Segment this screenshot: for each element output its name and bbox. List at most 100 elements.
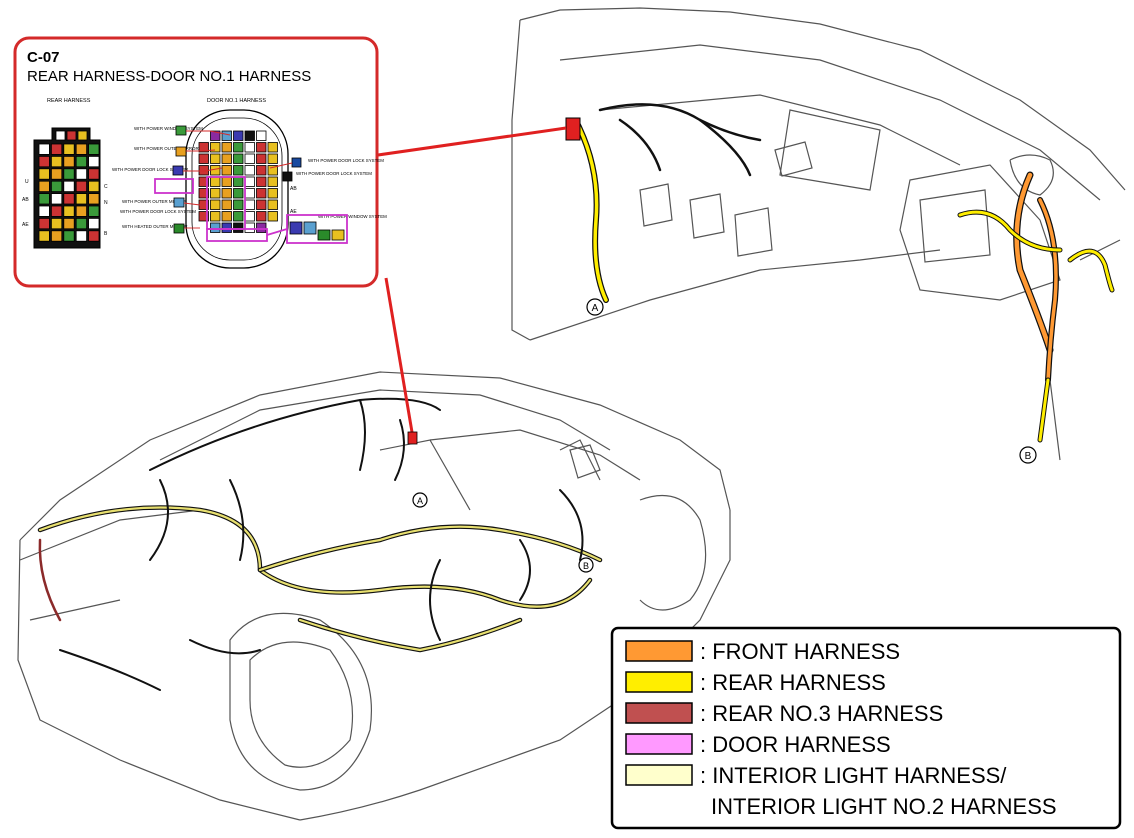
legend-label: : INTERIOR LIGHT HARNESS/ <box>700 763 1007 788</box>
connector-pin <box>88 193 100 205</box>
door-harness-highlights <box>154 176 348 244</box>
connector-pin <box>51 217 63 230</box>
connector-pin <box>75 205 87 217</box>
connector-detail-box: C-07 REAR HARNESS-DOOR NO.1 HARNESS REAR… <box>13 36 387 288</box>
callout-door-lock-right2: WITH POWER DOOR LOCK SYSTEM <box>296 171 372 176</box>
connector-pin <box>221 165 232 176</box>
connector-pin <box>267 142 278 153</box>
connector-pin <box>63 217 75 230</box>
callout-door-lock-left: WITH POWER DOOR LOCK SYSTEM <box>112 167 188 172</box>
connector-pin <box>63 155 75 168</box>
connector-pin <box>221 142 232 153</box>
legend-swatch <box>625 640 693 662</box>
connector-pin <box>88 143 100 155</box>
connector-pin <box>75 230 87 242</box>
connector-pin <box>38 143 50 155</box>
connector-pin <box>233 165 244 176</box>
connector-pin <box>233 153 244 164</box>
connector-pin <box>63 180 75 192</box>
connector-pin <box>221 153 232 164</box>
legend: : FRONT HARNESS: REAR HARNESS: REAR NO.3… <box>610 626 1122 830</box>
connector-code: C-07 <box>27 49 60 66</box>
connector-pin <box>51 155 63 168</box>
marker-b-interior: B <box>1019 446 1037 464</box>
connector-pin <box>88 217 100 230</box>
legend-swatch <box>625 733 693 755</box>
connector-pin <box>256 176 267 187</box>
connector-pin <box>38 205 50 217</box>
connector-pin <box>267 176 278 187</box>
connector-pin <box>233 222 244 233</box>
legend-label: : DOOR HARNESS <box>700 732 891 757</box>
pin-letter-ae: AE <box>22 222 29 228</box>
rear-harness-connector <box>33 127 101 249</box>
connector-pin <box>210 188 221 199</box>
connector-pin <box>233 199 244 210</box>
callout-door-lock-lower: WITH POWER DOOR LOCK SYSTEM <box>120 209 196 214</box>
connector-pin <box>210 165 221 176</box>
callout-outer-mirror: WITH POWER OUTER MIRROR <box>122 199 187 204</box>
connector-pin <box>51 230 63 242</box>
connector-pin <box>244 142 255 153</box>
connector-pin <box>75 143 87 155</box>
connector-pin <box>38 168 50 180</box>
connector-pin <box>256 199 267 210</box>
connector-pin <box>63 205 75 217</box>
connector-pin <box>256 165 267 176</box>
connector-pin <box>75 217 87 230</box>
connector-pin <box>38 155 50 168</box>
marker-a-car-label: A <box>417 496 423 506</box>
connector-pin <box>75 168 87 180</box>
connector-pin <box>256 211 267 222</box>
connector-pin <box>244 165 255 176</box>
marker-a-label: A <box>592 303 599 314</box>
legend-label: : REAR NO.3 HARNESS <box>700 701 943 726</box>
connector-pin <box>88 180 100 192</box>
connector-pin <box>88 205 100 217</box>
connector-pin <box>210 130 221 141</box>
connector-title: REAR HARNESS-DOOR NO.1 HARNESS <box>27 68 311 85</box>
interior-view <box>511 7 1126 461</box>
connector-pin <box>221 199 232 210</box>
connector-pin <box>77 130 88 141</box>
legend-swatch <box>625 764 693 786</box>
callout-heated-mirror: WITH HEATED OUTER MIRROR <box>122 224 188 229</box>
connector-pin <box>244 211 255 222</box>
car-harness <box>37 397 603 691</box>
interior-connector <box>565 117 581 141</box>
connector-pin <box>233 176 244 187</box>
connector-pin <box>267 211 278 222</box>
connector-pin <box>38 217 50 230</box>
door-harness-connector <box>185 109 289 269</box>
connector-pin <box>210 211 221 222</box>
pin-letter-u: U <box>25 179 29 185</box>
door-harness-label: DOOR NO.1 HARNESS <box>207 98 266 104</box>
connector-pin <box>221 188 232 199</box>
connector-pin <box>233 188 244 199</box>
pin-letter-c: C <box>104 184 108 190</box>
connector-pin <box>38 193 50 205</box>
connector-pin <box>256 188 267 199</box>
callouts: WITH POWER WINDOW SYSTEM WITH POWER OUTE… <box>112 126 387 229</box>
connector-pin <box>66 130 77 141</box>
legend-swatch <box>625 702 693 724</box>
connector-pin <box>198 153 209 164</box>
marker-a-car: A <box>412 492 428 508</box>
connector-pin <box>244 199 255 210</box>
connector-pin <box>244 176 255 187</box>
interior-harness <box>575 103 1115 443</box>
legend-label: : FRONT HARNESS <box>700 639 900 664</box>
connector-pin <box>88 168 100 180</box>
connector-pin <box>267 153 278 164</box>
connector-pin <box>51 205 63 217</box>
connector-pin <box>198 142 209 153</box>
connector-pin <box>88 155 100 168</box>
connector-pin <box>75 155 87 168</box>
rear-harness-label: REAR HARNESS <box>47 98 91 104</box>
connector-pin <box>210 176 221 187</box>
door-pin-letter-ae: AE <box>290 209 297 215</box>
connector-pin <box>221 222 232 233</box>
connector-pin <box>256 142 267 153</box>
connector-pin <box>233 130 244 141</box>
